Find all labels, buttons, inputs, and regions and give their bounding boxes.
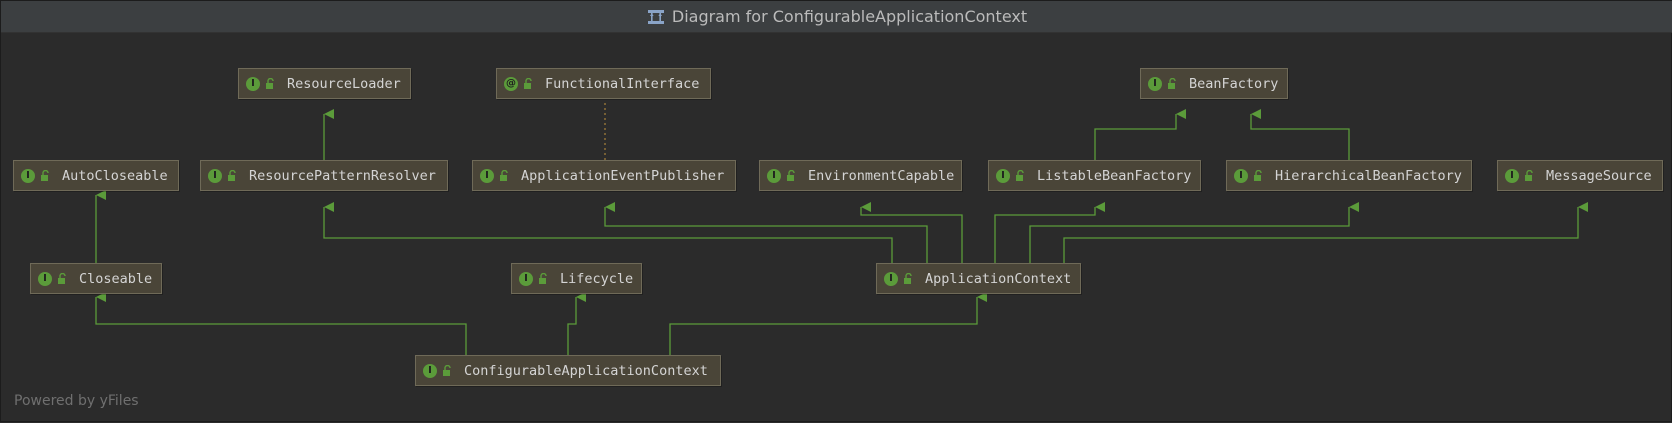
- node-listable-bean-factory[interactable]: I ListableBeanFactory: [988, 160, 1201, 191]
- public-lock-icon: [1168, 77, 1176, 89]
- node-label: FunctionalInterface: [545, 75, 700, 92]
- interface-icon: I: [38, 271, 52, 286]
- interface-icon: I: [996, 168, 1010, 183]
- interface-icon: I: [480, 168, 494, 183]
- node-lifecycle[interactable]: I Lifecycle: [511, 263, 642, 294]
- node-label: ConfigurableApplicationContext: [464, 362, 708, 379]
- node-application-context[interactable]: I ApplicationContext: [876, 263, 1081, 294]
- node-label: BeanFactory: [1189, 75, 1279, 92]
- edge-hierarchical-bean-factory-to-bean-factory: [1250, 109, 1350, 160]
- interface-icon: I: [1148, 76, 1162, 91]
- node-message-source[interactable]: I MessageSource: [1497, 160, 1663, 191]
- interface-icon: I: [519, 271, 533, 286]
- edge-listable-bean-factory-to-bean-factory: [1094, 109, 1186, 160]
- node-label: ResourcePatternResolver: [249, 167, 436, 184]
- node-resource-loader[interactable]: I ResourceLoader: [238, 68, 411, 99]
- edge-application-context-to-hierarchical-bean-factory: [1029, 202, 1359, 263]
- public-lock-icon: [539, 272, 547, 284]
- edge-configurable-to-closeable: [95, 292, 467, 355]
- edge-application-context-to-environment-capable: [860, 202, 963, 263]
- node-label: HierarchicalBeanFactory: [1275, 167, 1462, 184]
- public-lock-icon: [228, 169, 236, 181]
- public-lock-icon: [787, 169, 795, 181]
- annotation-icon: @: [504, 76, 518, 91]
- node-label: Lifecycle: [560, 270, 634, 287]
- public-lock-icon: [524, 77, 532, 89]
- interface-icon: I: [1234, 168, 1248, 183]
- public-lock-icon: [1254, 169, 1262, 181]
- edge-configurable-to-application-context: [669, 292, 987, 355]
- edge-application-context-to-message-source: [1063, 202, 1588, 263]
- node-functional-interface[interactable]: @ FunctionalInterface: [496, 68, 711, 99]
- edge-application-context-to-application-event-publisher: [604, 202, 928, 263]
- edge-application-context-to-resource-pattern-resolver: [323, 202, 893, 263]
- node-label: MessageSource: [1546, 167, 1652, 184]
- public-lock-icon: [41, 169, 49, 181]
- node-resource-pattern-resolver[interactable]: I ResourcePatternResolver: [200, 160, 448, 191]
- interface-icon: I: [1505, 168, 1519, 183]
- public-lock-icon: [266, 77, 274, 89]
- interface-icon: I: [246, 76, 260, 91]
- node-label: ApplicationContext: [925, 270, 1072, 287]
- node-auto-closeable[interactable]: I AutoCloseable: [13, 160, 179, 191]
- interface-icon: I: [208, 168, 222, 183]
- public-lock-icon: [58, 272, 66, 284]
- edge-application-context-to-listable-bean-factory: [994, 202, 1105, 263]
- node-environment-capable[interactable]: I EnvironmentCapable: [759, 160, 962, 191]
- node-label: AutoCloseable: [62, 167, 168, 184]
- public-lock-icon: [904, 272, 912, 284]
- node-label: ApplicationEventPublisher: [521, 167, 725, 184]
- powered-by-label: Powered by yFiles: [14, 393, 139, 409]
- interface-icon: I: [21, 168, 35, 183]
- node-label: ResourceLoader: [287, 75, 401, 92]
- diagram-icon: [647, 9, 664, 24]
- node-bean-factory[interactable]: I BeanFactory: [1140, 68, 1288, 99]
- interface-icon: I: [884, 271, 898, 286]
- node-application-event-publisher[interactable]: I ApplicationEventPublisher: [472, 160, 736, 191]
- node-closeable[interactable]: I Closeable: [30, 263, 162, 294]
- window-title: Diagram for ConfigurableApplicationConte…: [671, 7, 1028, 26]
- public-lock-icon: [500, 169, 508, 181]
- title-bar: Diagram for ConfigurableApplicationConte…: [1, 1, 1672, 33]
- node-label: ListableBeanFactory: [1037, 167, 1192, 184]
- node-label: EnvironmentCapable: [808, 167, 955, 184]
- edge-configurable-to-lifecycle: [567, 292, 586, 355]
- node-label: Closeable: [79, 270, 153, 287]
- public-lock-icon: [1016, 169, 1024, 181]
- public-lock-icon: [443, 364, 451, 376]
- node-configurable-application-context[interactable]: I ConfigurableApplicationContext: [415, 355, 721, 386]
- node-hierarchical-bean-factory[interactable]: I HierarchicalBeanFactory: [1226, 160, 1472, 191]
- interface-icon: I: [767, 168, 781, 183]
- interface-icon: I: [423, 363, 437, 378]
- public-lock-icon: [1525, 169, 1533, 181]
